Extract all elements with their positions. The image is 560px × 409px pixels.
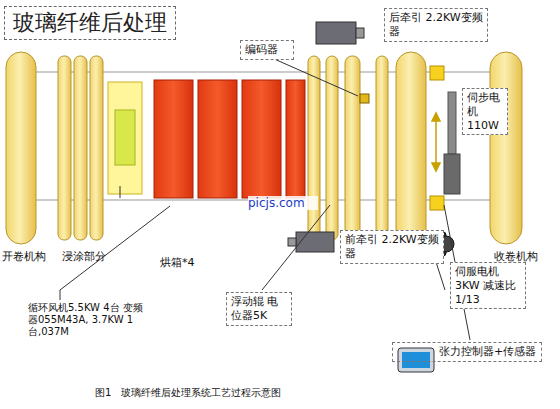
part-label: 循环风机5.5KW 4台 变频器055M43A, 3.7KW 1台,037M xyxy=(28,302,146,338)
guide-rollers xyxy=(58,52,426,244)
oven xyxy=(154,80,305,198)
sensor-block xyxy=(430,66,444,80)
controller-screen xyxy=(398,348,434,372)
callout-text: 伺服电机 3KW 减速比1/13 xyxy=(455,265,521,306)
dip-tank xyxy=(108,82,142,194)
callout-text: 张力控制器+传感器 xyxy=(439,345,537,359)
dip-bath xyxy=(115,110,135,165)
leader-line xyxy=(60,58,470,340)
part-label: 浸涂部分 xyxy=(62,250,122,263)
travel-arrow xyxy=(432,113,440,171)
traction-motor xyxy=(288,22,364,252)
part-label: 收卷机构 xyxy=(494,250,556,263)
callout-box: 编码器 xyxy=(240,40,294,60)
diagram-title: 玻璃纤维后处理 xyxy=(4,6,176,40)
callout-text: 前牵引 2.2KW变频器 xyxy=(345,233,439,261)
rewind-roller xyxy=(490,52,522,244)
callout-box: 后牵引 2.2KW变频器 xyxy=(384,8,488,42)
callout-text: 浮动辊 电位器5K xyxy=(231,295,287,323)
stepper-motor xyxy=(444,154,460,194)
part-label: 烘箱*4 xyxy=(160,256,220,269)
part-label: picjs.com xyxy=(248,196,318,210)
encoder xyxy=(360,94,369,103)
callout-text: 后牵引 2.2KW变频器 xyxy=(389,11,483,39)
callout-box: 张力控制器+传感器 xyxy=(392,342,542,362)
stepper-shaft xyxy=(448,92,456,154)
controller-display xyxy=(402,352,430,368)
callout-box: 伺步电机 110W xyxy=(462,88,508,135)
part-label: 开卷机构 xyxy=(2,250,62,263)
callout-box: 前牵引 2.2KW变频器 xyxy=(340,230,444,264)
figure-caption: 图1 玻璃纤维后处理系统工艺过程示意图 xyxy=(95,386,281,400)
unwind-roller xyxy=(6,52,36,244)
callout-text: 伺步电机 110W xyxy=(467,91,503,132)
callout-box: 浮动辊 电位器5K xyxy=(226,292,292,326)
sensor-block xyxy=(430,196,444,210)
callout-box: 伺服电机 3KW 减速比1/13 xyxy=(450,262,526,309)
callout-text: 编码器 xyxy=(245,43,289,57)
